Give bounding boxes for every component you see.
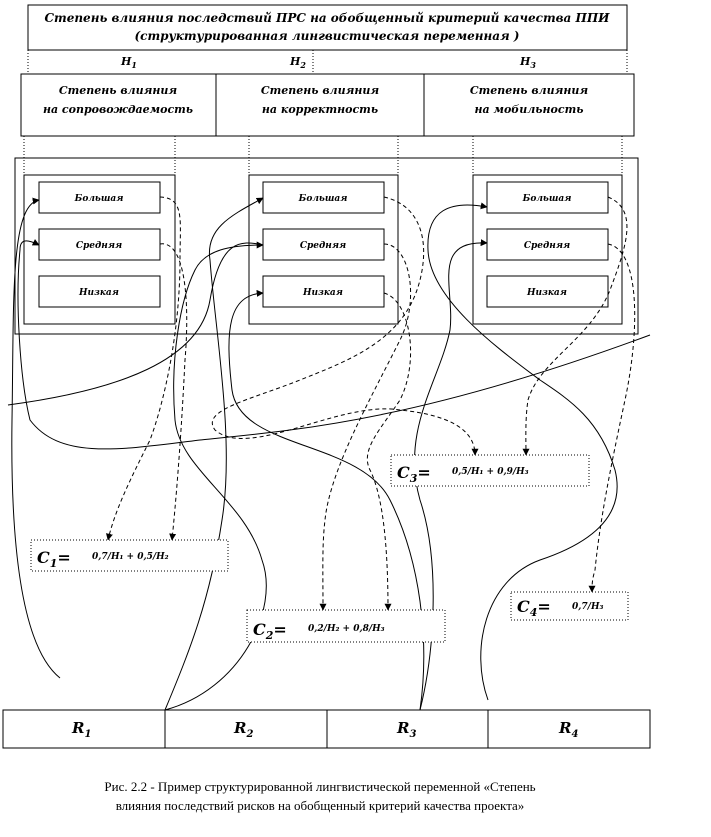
term-3-high-label: Большая [522,194,572,204]
arrow-r3-to-term2-low [228,289,425,711]
title-line2: (структурированная лингвистическая перем… [134,29,519,43]
term-2-low-label: Низкая [302,288,343,298]
c4-formula: 0,7/H₃ [572,602,603,612]
term-2-medium-label: Средняя [300,241,346,251]
term-2-medium [262,228,385,261]
term-1-high [38,181,161,214]
dashed-term2-high-to-c3 [212,196,479,456]
header-1-line1: Степень влияния [59,84,178,97]
term-1-low [38,275,161,308]
term-1-medium-label: Средняя [76,241,122,251]
term-group-2: Большая Средняя Низкая [248,174,399,325]
svg-text:C1=: C1= [37,548,71,570]
term-group-3: Большая Средняя Низкая [472,174,623,325]
c-box-2: C2= 0,2/H₂ + 0,8/H₃ [246,609,446,643]
c3-formula: 0,5/H₁ + 0,9/H₃ [452,467,529,477]
risk-label-2: R2 [233,719,253,740]
term-1-low-label: Низкая [78,288,119,298]
arrow-r4-to-term3-high [427,202,618,701]
term-2-high [262,181,385,214]
term-3-high [486,181,609,214]
risk-cell-2 [164,709,328,749]
risk-label-1: R1 [71,719,91,740]
dashed-arrows [106,196,636,611]
arrow-r2-to-term2-high [164,197,264,711]
dashed-term2-low-to-c2 [366,292,412,611]
header-row: Степень влияния на сопровождаемость Степ… [20,73,635,137]
dashed-term1-high-to-c1 [106,196,181,541]
h-label-1: H1 [120,55,137,70]
risk-cell-3 [326,709,489,749]
header-1-line2: на сопровождаемость [43,103,193,116]
caption-line1: Рис. 2.2 - Пример структурированной линг… [104,779,535,794]
line-left-cross [7,242,264,406]
h-label-2: H2 [289,55,306,70]
header-connectors [23,136,623,175]
term-group-1: Большая Средняя Низкая [23,174,176,325]
title-box: Степень влияния последствий ПРС на обобщ… [27,4,628,51]
term-1-medium [38,228,161,261]
header-box-3 [423,73,635,137]
dashed-term3-medium-to-c4 [588,243,636,593]
line-long-cross [17,249,651,450]
term-2-high-label: Большая [298,194,348,204]
c1-formula: 0,7/H₁ + 0,5/H₂ [92,552,169,562]
c-box-1: C1= 0,7/H₁ + 0,5/H₂ [30,539,229,572]
risk-cell-4 [487,709,651,749]
title-connectors [27,50,628,74]
terms-frame [14,157,639,335]
solid-arrows [7,197,651,711]
svg-text:C4=: C4= [517,597,551,619]
c-box-3: C3= 0,5/H₁ + 0,9/H₃ [390,454,590,487]
h-label-3: H3 [519,55,536,70]
term-3-low-label: Низкая [526,288,567,298]
header-3-line2: на мобильность [475,103,584,116]
title-line1: Степень влияния последствий ПРС на обобщ… [44,11,610,25]
term-3-medium [486,228,609,261]
arrow-r1-to-term1-high [11,197,61,679]
svg-text:C2=: C2= [253,620,287,642]
svg-text:C3=: C3= [397,463,431,485]
header-2-line2: на корректность [262,103,378,116]
c-box-4: C4= 0,7/H₃ [510,591,629,621]
term-1-high-label: Большая [74,194,124,204]
arrow-to-term1-medium [19,239,40,251]
term-3-medium-label: Средняя [524,241,570,251]
risk-label-3: R3 [396,719,416,740]
dashed-term3-high-to-c3 [522,196,628,456]
h-labels: H1 H2 H3 [120,55,536,70]
caption-line2: влияния последствий рисков на обобщенный… [116,798,525,813]
header-2-line1: Степень влияния [261,84,380,97]
risk-row: R1 R2 R3 R4 [2,709,651,749]
term-2-low [262,275,385,308]
risk-label-4: R4 [558,719,578,740]
figure-caption: Рис. 2.2 - Пример структурированной линг… [104,779,535,813]
term-3-low [486,275,609,308]
risk-cell-1 [2,709,166,749]
dashed-term1-medium-to-c1 [159,243,188,541]
header-3-line1: Степень влияния [470,84,589,97]
c2-formula: 0,2/H₂ + 0,8/H₃ [308,624,385,634]
